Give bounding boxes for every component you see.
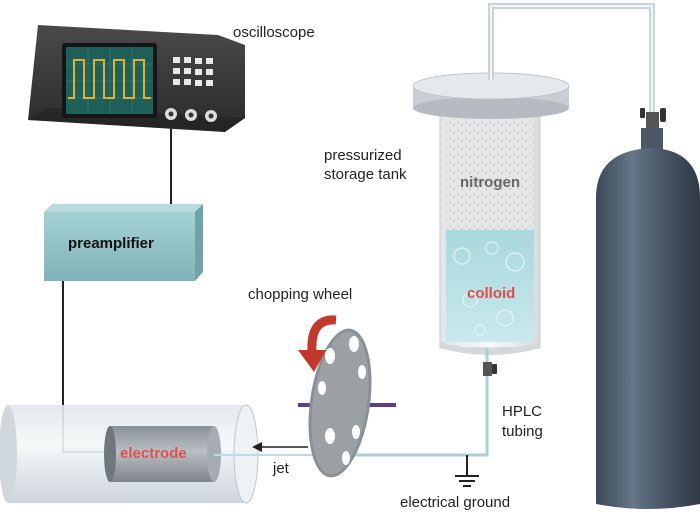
square-waveform [68,59,151,99]
nitrogen-gas [446,118,534,230]
scope-screen [66,47,153,114]
jet-label: jet [273,460,289,477]
preamplifier-box [44,204,203,281]
hplc-label-line1: HPLC [502,403,543,420]
gas-valve-icon [640,108,666,130]
jet-arrow-icon [252,442,308,452]
ground-symbol-icon [455,455,479,487]
scope-knobs [165,108,217,122]
hplc-tubing [333,348,489,457]
colloid-label: colloid [467,285,516,302]
rotation-arrow-icon [307,315,337,353]
chopping-wheel-label: chopping wheel [248,286,353,303]
storage-tank [412,72,570,355]
oscilloscope-label: oscilloscope [233,24,315,41]
tank-label-line1: pressurized [324,147,402,164]
tank-label-line2: storage tank [324,166,407,183]
electrode [104,426,221,482]
nitrogen-label: nitrogen [460,174,520,191]
preamplifier-label: preamplifier [68,235,154,252]
chopping-wheel [308,328,372,478]
electrical-ground-label: electrical ground [400,494,511,511]
tubing-valve-icon [483,362,497,376]
electrode-label: electrode [120,445,187,462]
scope-keypad [173,57,213,86]
nitrogen-cylinder [596,128,700,509]
hplc-label-line2: tubing [502,423,543,440]
oscilloscope [28,25,245,132]
